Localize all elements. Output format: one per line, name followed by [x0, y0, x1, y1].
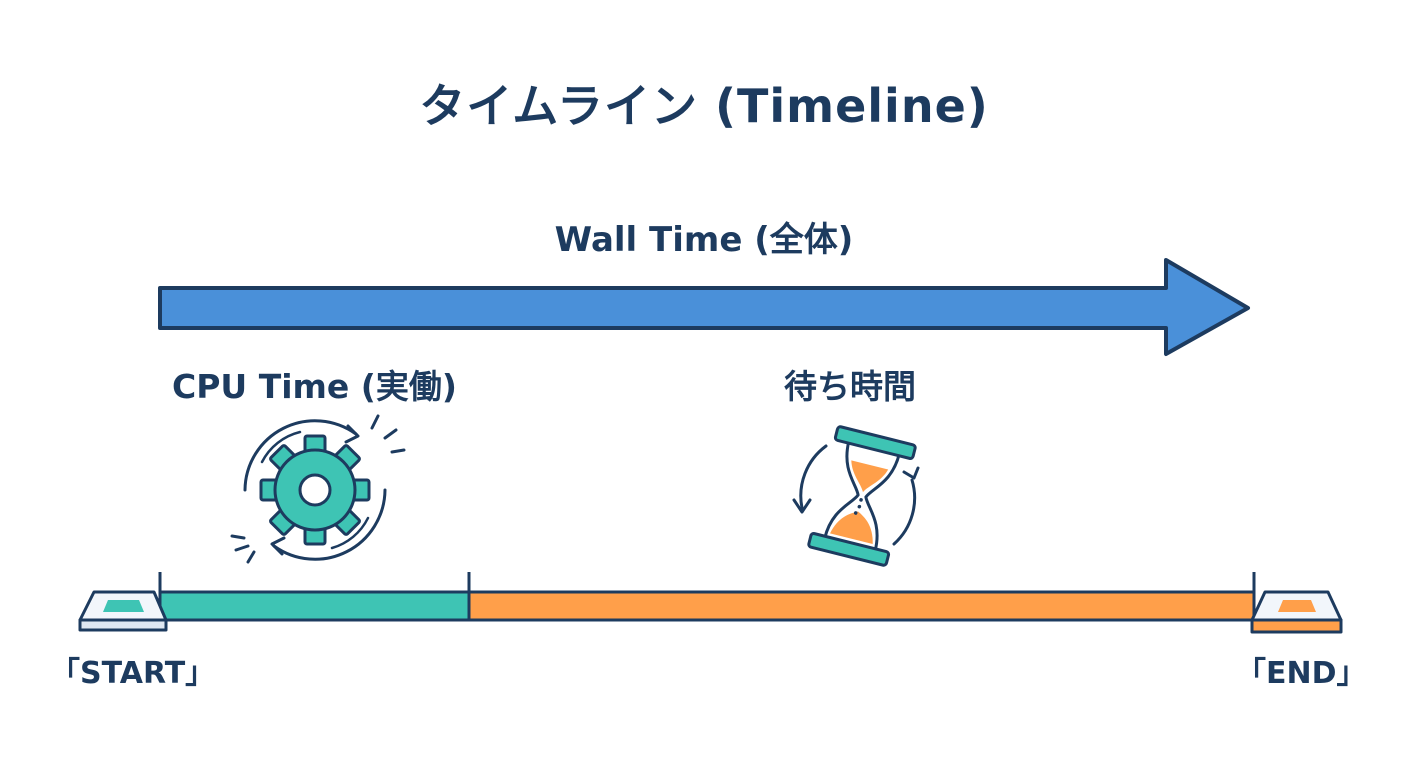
wall-time-arrow [158, 258, 1250, 356]
hourglass-icon [792, 425, 920, 567]
gear-icon [230, 414, 406, 564]
start-marker-icon [78, 590, 168, 632]
end-label: 「END」 [1236, 656, 1367, 691]
start-label: 「START」 [50, 656, 216, 691]
wait-time-label: 待ち時間 [784, 367, 916, 406]
wait-time-segment [467, 590, 1256, 622]
diagram-title: タイムライン (Timeline) [419, 79, 989, 133]
cpu-time-segment [158, 590, 471, 622]
wall-time-label: Wall Time (全体) [554, 220, 854, 260]
end-marker-icon [1250, 590, 1343, 634]
cpu-time-label: CPU Time (実働) [172, 367, 457, 406]
